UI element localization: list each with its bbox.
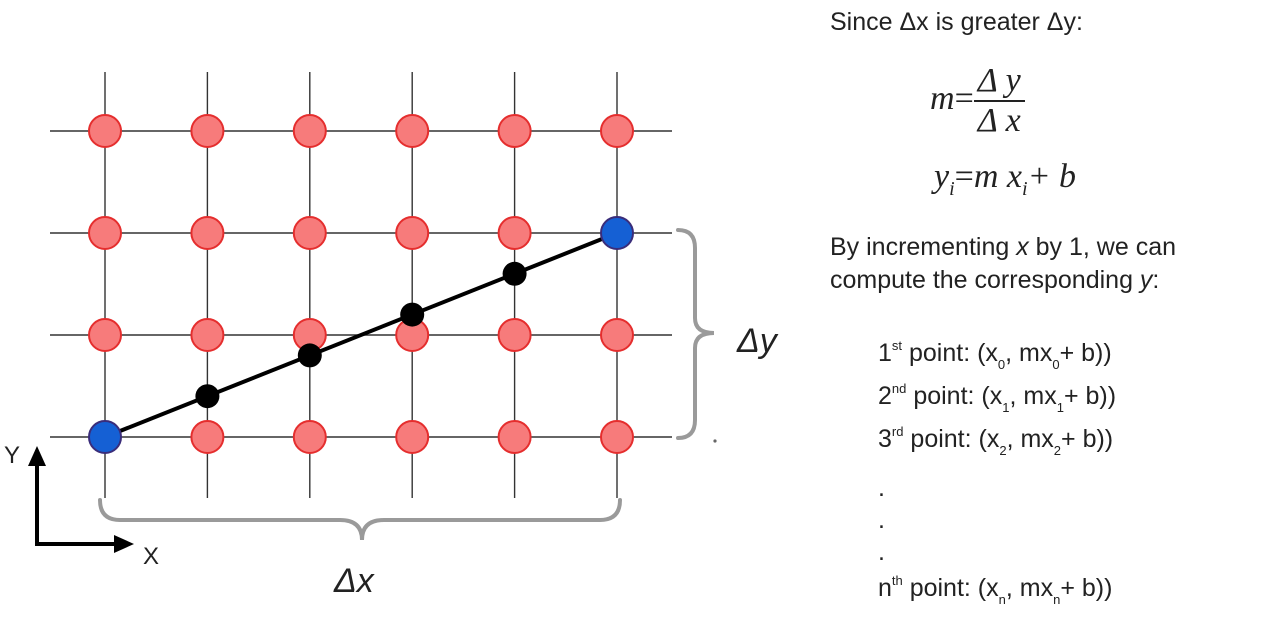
point-ordinal-suffix: st [891,338,903,353]
point-mx-subscript: 0 [1052,357,1060,372]
point-row-1: 1st point: (x0, mx0+ b)) [878,338,1112,372]
delta-x-brace [98,498,622,541]
point-mid: , mx [1006,425,1054,453]
para1-text-a: By incrementing [830,233,1017,261]
grid-pixel [497,114,532,148]
ellipsis-dot-2: . [878,506,885,534]
grid-pixel [190,216,225,250]
grid-pixel [88,216,122,250]
point-mx-subscript: 2 [1053,443,1062,458]
eq-mx: m x [973,158,1022,195]
grid-pixel [600,114,634,148]
para1-text-b: by 1, we can [1028,233,1177,261]
point-row-3: 3rd point: (x2, mx2+ b)) [878,424,1113,458]
axis-y-label: Y [4,442,20,469]
intermediate-point [195,384,220,409]
grid-pixel [600,318,634,352]
point-x-subscript: 1 [1002,400,1010,415]
eq-b: + b [1027,158,1077,195]
grid-pixel [395,216,430,250]
ellipsis-dot-3: . [878,538,885,566]
slope-numerator: Δ y [973,62,1025,102]
point-x-subscript: 0 [997,357,1006,372]
axis-x-label: X [143,543,159,570]
point-label: point: (x [906,382,1003,410]
delta-y-brace [676,228,715,440]
para2-var: y [1139,266,1153,294]
point-mid: , mx [1005,339,1053,367]
point-ordinal: 3 [878,425,892,453]
intermediate-points [195,261,527,409]
point-mid: , mx [1009,382,1057,410]
ellipsis-dot-1: . [878,474,885,502]
grid-pixel [395,114,430,148]
point-ordinal-suffix: nd [891,381,907,396]
grid-pixel [497,318,532,352]
point-end: + b)) [1060,574,1113,602]
stray-dot [713,439,717,443]
eq-x-subscript: i [1022,177,1028,200]
grid-pixel [395,420,430,454]
intermediate-point [400,302,425,327]
grid-pixel [497,420,532,454]
para1-var: x [1016,233,1029,261]
grid-pixels [88,114,634,454]
point-mid: , mx [1005,574,1054,602]
grid-pixel [88,114,122,148]
paragraph-line-2: compute the corresponding y: [830,266,1159,295]
axes-indicator: Y X [4,442,159,570]
heading: Since Δx is greater Δy: [830,8,1083,36]
slope-denominator: Δ x [977,102,1021,139]
grid-pixel [292,114,327,148]
point-label: point: (x [902,339,998,367]
raster-line [104,231,618,439]
grid-pixel [88,318,122,352]
intermediate-point [297,343,322,368]
grid-pixel [292,420,327,454]
delta-x-label: Δx [333,562,375,600]
line-equation: yi=m xi+ b [934,158,1077,200]
grid-pixel [292,216,327,250]
eq-y-subscript: i [949,177,955,200]
point-ordinal-suffix: th [891,573,903,588]
grid-lines [50,72,672,498]
point-mx-subscript: 1 [1056,400,1064,415]
grid-pixel [600,420,634,454]
point-row-n: nth point: (xn, mxn+ b)) [878,573,1112,607]
point-label: point: (x [902,574,999,602]
eq-y: y [934,158,950,195]
x-axis-arrowhead [114,535,134,553]
point-ordinal: n [878,574,892,602]
y-axis-arrowhead [28,446,46,466]
bresenham-grid-diagram: Y X Δx Δy [4,72,779,600]
point-end: + b)) [1061,425,1114,453]
paragraph-line-1: By incrementing x by 1, we can [830,233,1176,262]
para2-text-a: compute the corresponding [830,266,1140,294]
grid-pixel [190,114,225,148]
grid-pixel [190,420,225,454]
point-mx-subscript: n [1053,592,1061,607]
point-x-subscript: n [998,592,1006,607]
point-end: + b)) [1063,382,1117,410]
slope-symbol: m [930,79,955,117]
point-ordinal-suffix: rd [891,424,904,439]
endpoints [88,216,634,454]
grid-pixel [190,318,225,352]
point-row-2: 2nd point: (x1, mx1+ b)) [878,381,1116,415]
delta-y-label: Δy [736,322,779,360]
para2-text-b: : [1152,266,1160,294]
point-x-subscript: 2 [999,443,1007,458]
start-endpoint [88,420,122,454]
end-endpoint [600,216,634,250]
intermediate-point [502,261,527,286]
point-end: + b)) [1059,339,1112,367]
point-ordinal: 2 [878,382,892,410]
point-label: point: (x [903,425,1000,453]
grid-pixel [497,216,532,250]
point-ordinal: 1 [878,339,892,367]
